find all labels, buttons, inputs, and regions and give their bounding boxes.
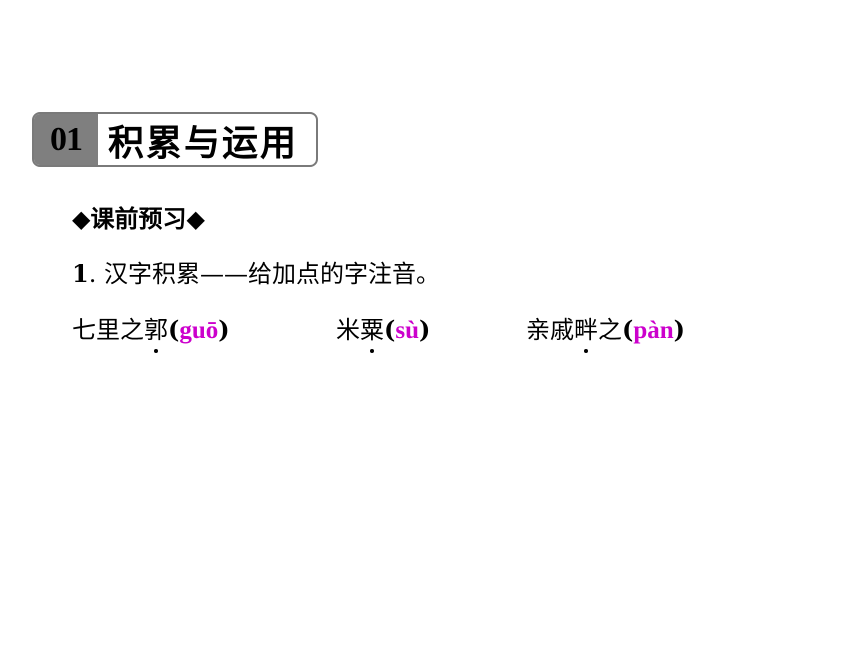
pinyin-answer: sù [395,317,419,344]
answer-item-1: 七里之郭(guō) [72,314,230,353]
pinyin-answer: guō [179,317,219,344]
question-text: 汉字积累——给加点的字注音。 [103,260,440,288]
answer-word-before: 亲戚 [526,316,574,344]
question-separator: . [88,260,97,288]
answer-word-before: 米 [336,316,360,344]
dotted-character: 粟 [360,316,384,353]
close-paren: ) [673,315,686,344]
dotted-character: 郭 [144,316,168,353]
close-paren: ) [419,315,431,344]
open-paren: ( [384,315,396,344]
close-paren: ) [218,315,230,344]
dotted-character: 畔 [574,316,598,353]
question-number: 1 [72,259,89,288]
subheading-preview: ◆课前预习◆ [72,204,205,233]
section-number: 01 [34,114,98,165]
section-title: 积累与运用 [108,121,299,164]
answer-item-2: 米粟(sù) [336,314,431,353]
open-paren: ( [622,315,634,344]
answer-word-before: 七里之 [72,316,144,344]
answers-row: 七里之郭(guō) 米粟(sù) 亲戚畔之(pàn) [0,314,860,354]
pinyin-answer: pàn [633,317,674,344]
answer-item-3: 亲戚畔之(pàn) [526,314,686,353]
answer-word-after: 之 [598,316,622,344]
section-header: 01 积累与运用 [32,112,318,167]
question-1: 1. 汉字积累——给加点的字注音。 [72,258,440,290]
open-paren: ( [168,315,180,344]
